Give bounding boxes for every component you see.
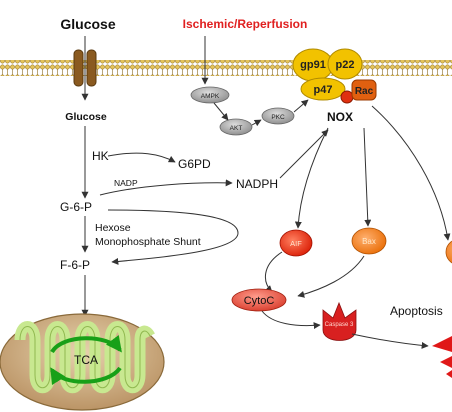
hexose-label: Hexose — [95, 222, 131, 234]
nox-to-right-arrow — [371, 105, 451, 241]
g6p-label: G-6-P — [60, 200, 92, 214]
cytoc-to-caspase-arrow — [261, 310, 321, 330]
pkc-to-nox-arrow — [293, 99, 309, 113]
nox-complex — [292, 48, 377, 104]
nox-label: NOX — [327, 110, 353, 124]
f6p-label: F-6-P — [60, 258, 90, 272]
p22-subunit — [327, 48, 363, 80]
p47-subunit — [300, 77, 346, 101]
caspase3-label: Caspase 3 — [325, 322, 354, 328]
apoptosis-label: Apoptosis — [390, 304, 443, 318]
rac-label: Rac — [355, 86, 374, 97]
nox-to-bax-arrow — [363, 127, 372, 227]
pkc-label: PKC — [271, 114, 285, 121]
cytoc-label: CytoC — [244, 295, 275, 307]
ampk-label: AMPK — [201, 93, 220, 100]
tca-label: TCA — [74, 353, 98, 367]
hk-label: HK — [92, 149, 109, 163]
nadp-to-nadph-arrow — [99, 179, 233, 196]
monophosphate-shunt-label: Monophosphate Shunt — [95, 236, 201, 248]
nadp-label: NADP — [114, 178, 138, 188]
glucose-inside-label: Glucose — [65, 111, 107, 123]
apoptotic-cell-fragment — [432, 336, 452, 378]
cytoc-node — [231, 288, 287, 312]
mitochondrion — [0, 313, 165, 411]
p22-label: p22 — [336, 59, 355, 71]
nadph-label: NADPH — [236, 177, 278, 191]
hexose-shunt-arrow — [107, 209, 239, 265]
ischemic-reperfusion-label: Ischemic/Reperfusion — [183, 17, 308, 31]
nox-red-dot — [340, 90, 354, 104]
nox-to-aif-arrow — [294, 127, 329, 229]
bax-label: Bax — [362, 237, 376, 246]
pkc-node — [261, 107, 295, 125]
nadph-to-nox-arrow — [279, 129, 329, 179]
glucose-outside-label: Glucose — [60, 16, 115, 32]
caspase3-node — [322, 301, 357, 341]
glucose-transporter — [73, 49, 97, 87]
gp91-label: gp91 — [300, 59, 326, 71]
rac-subunit — [351, 79, 377, 101]
hk-to-g6pd-arrow — [107, 152, 176, 163]
ampk-to-akt-arrow — [213, 102, 229, 121]
tca-cycle-arrow-bottom — [50, 366, 122, 386]
tca-cycle-arrow-top — [50, 334, 122, 354]
akt-label: AKT — [230, 125, 243, 132]
aif-to-cytoc-arrow — [264, 251, 283, 293]
bax-node — [351, 227, 387, 255]
right-edge-orange-node — [445, 240, 452, 264]
aif-node — [279, 229, 313, 257]
akt-to-pkc-arrow — [251, 119, 262, 127]
aif-label: AIF — [290, 239, 302, 248]
g6pd-label: G6PD — [178, 157, 211, 171]
cell-membrane — [0, 60, 452, 76]
caspase-to-apoptosis-arrow — [351, 333, 429, 349]
p47-label: p47 — [314, 84, 333, 96]
akt-node — [219, 118, 253, 136]
ampk-node — [190, 86, 230, 104]
bax-to-cytoc-arrow — [297, 255, 365, 298]
